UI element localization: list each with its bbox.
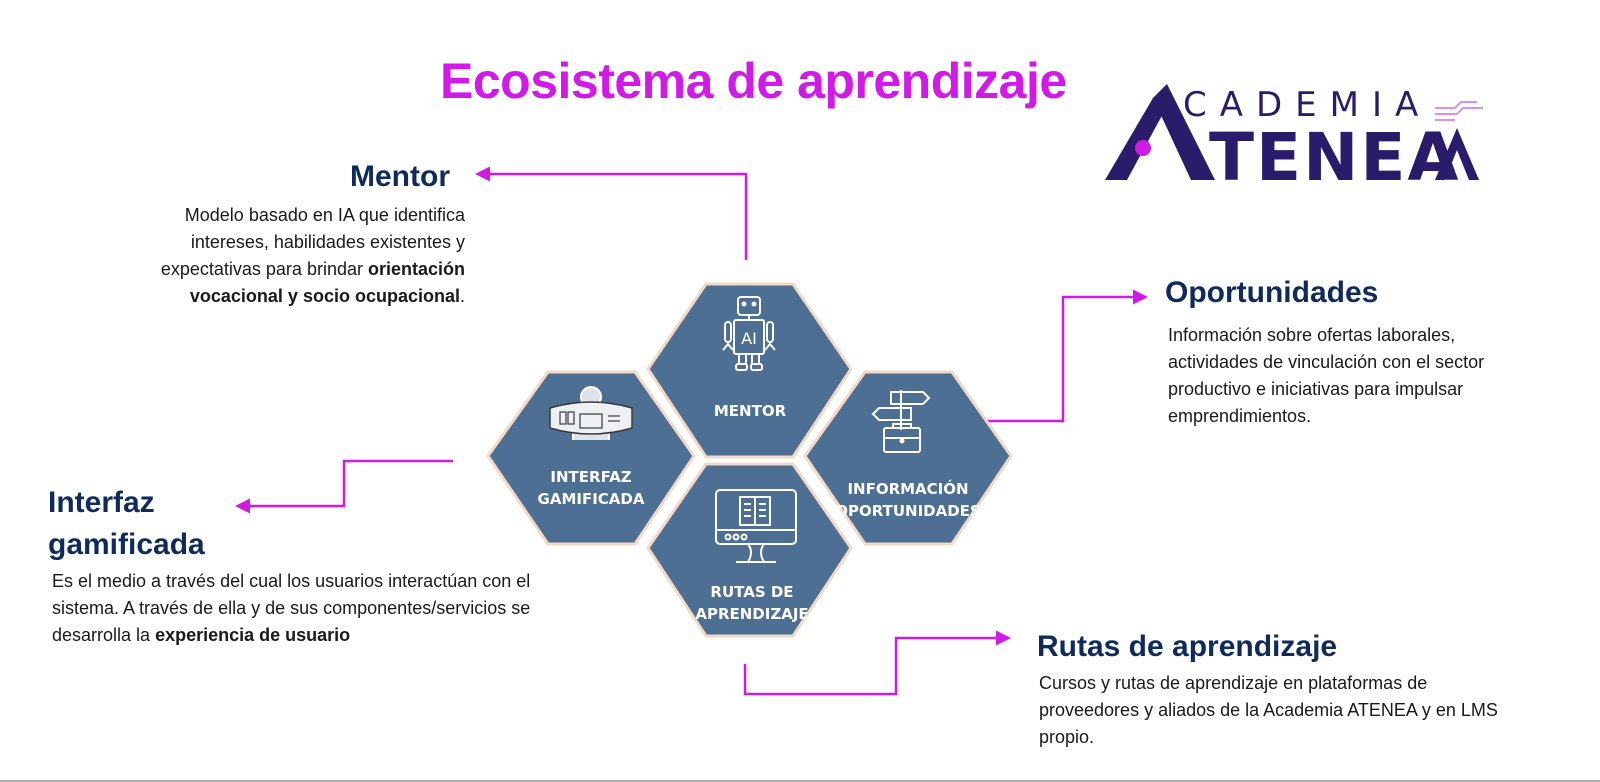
oportunidades-description: Información sobre ofertas laborales, act…	[1168, 325, 1485, 426]
mentor-description: Modelo basado en IA que identifica inter…	[108, 202, 465, 310]
mentor-description-text: Modelo basado en IA que identifica inter…	[160, 205, 465, 279]
interfaz-description-bold: experiencia de usuario	[155, 625, 351, 645]
logo-a-right-stroke-icon	[1153, 84, 1215, 180]
logo-final-a-icon	[1435, 128, 1479, 180]
interfaz-description-text: Es el medio a través del cual los usuari…	[52, 571, 531, 645]
academia-atenea-logo: CADEMIA TENEA	[1105, 78, 1505, 196]
robot-ai-icon: AI	[722, 296, 776, 371]
user-interface-ring-icon	[549, 386, 633, 440]
hexagon-oportunidades: INFORMACIÓN OPORTUNIDADES	[803, 370, 1013, 546]
logo-top-text: CADEMIA	[1183, 85, 1431, 125]
interfaz-heading-line2: gamificada	[48, 528, 205, 561]
connector-mentor	[475, 166, 748, 260]
interfaz-description: Es el medio a través del cual los usuari…	[52, 568, 542, 649]
hexagon-interfaz-label-line1: INTERFAZ	[550, 468, 631, 486]
monitor-book-icon	[715, 489, 797, 563]
interfaz-heading: Interfaz gamificada	[48, 482, 205, 566]
hexagon-interfaz-label-line2: GAMIFICADA	[538, 490, 645, 508]
connector-interfaz	[235, 459, 453, 514]
rutas-description: Cursos y rutas de aprendizaje en platafo…	[1039, 673, 1498, 747]
rutas-heading: Rutas de aprendizaje	[1037, 630, 1338, 663]
hexagon-rutas-label-line1: RUTAS DE	[710, 583, 793, 601]
mentor-description-end: .	[459, 286, 465, 306]
logo-dot-icon	[1135, 140, 1151, 156]
logo-bottom-text: TENEA	[1209, 119, 1461, 188]
connector-oportunidades	[982, 289, 1148, 423]
svg-text:AI: AI	[741, 329, 757, 348]
hexagon-interfaz: INTERFAZ GAMIFICADA	[486, 370, 696, 546]
mentor-description-bold: orientación vocacional y socio ocupacion…	[189, 259, 465, 306]
signpost-briefcase-icon	[871, 390, 931, 453]
hexagon-rutas: RUTAS DE APRENDIZAJE	[646, 462, 853, 638]
logo-circuit-icon	[1435, 101, 1483, 121]
connector-rutas	[743, 630, 1011, 696]
hexagon-mentor-label: MENTOR	[714, 402, 787, 420]
bottom-divider	[0, 780, 1600, 782]
hexagon-oportunidades-label-line1: INFORMACIÓN	[847, 479, 968, 498]
oportunidades-heading: Oportunidades	[1165, 276, 1379, 309]
hexagon-rutas-label-line2: APRENDIZAJE	[695, 605, 808, 623]
mentor-heading: Mentor	[350, 160, 450, 193]
interfaz-heading-line1: Interfaz	[48, 486, 155, 519]
page-title: Ecosistema de aprendizaje	[440, 53, 1067, 109]
hexagon-mentor: AI MENTOR	[646, 282, 853, 459]
logo-a-left-stroke-icon	[1105, 98, 1167, 180]
hexagon-oportunidades-label-line2: OPORTUNIDADES	[835, 502, 980, 520]
